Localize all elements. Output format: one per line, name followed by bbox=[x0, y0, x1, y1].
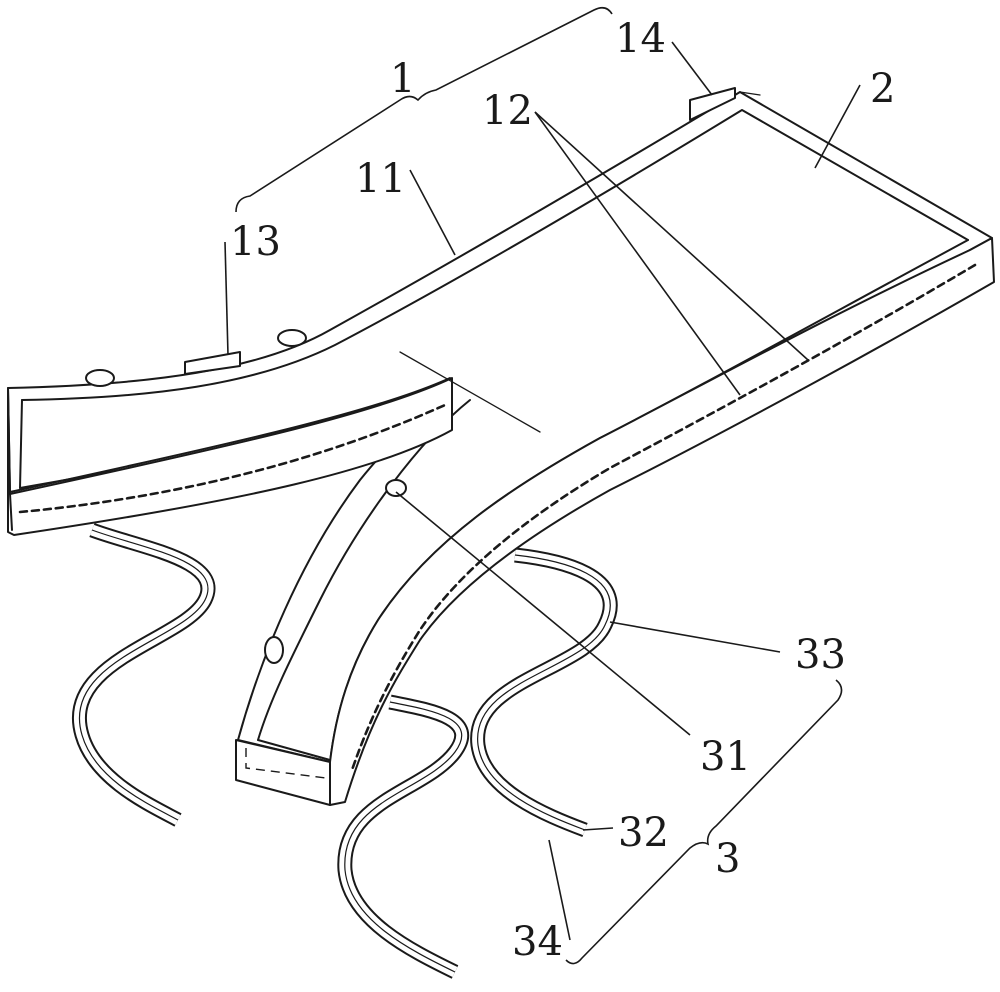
label-3: 3 bbox=[715, 836, 740, 882]
label-32: 32 bbox=[618, 810, 669, 856]
teeth-rows bbox=[18, 263, 977, 772]
label-31: 31 bbox=[700, 734, 751, 780]
reference-labels: 1 14 2 12 11 13 33 31 32 3 34 bbox=[230, 16, 895, 965]
bottom-strap bbox=[337, 694, 470, 979]
label-11: 11 bbox=[355, 156, 406, 202]
label-33: 33 bbox=[795, 632, 846, 678]
right-strap bbox=[470, 547, 618, 838]
label-14: 14 bbox=[615, 16, 666, 62]
label-2: 2 bbox=[870, 66, 895, 112]
label-12: 12 bbox=[482, 88, 533, 134]
label-1: 1 bbox=[390, 56, 415, 102]
clip-bumps bbox=[85, 329, 407, 664]
block-13 bbox=[184, 351, 241, 375]
frame-side-faces bbox=[7, 237, 995, 806]
label-34: 34 bbox=[512, 919, 563, 965]
center-guide-line bbox=[399, 351, 541, 433]
pad-panel bbox=[739, 91, 969, 241]
leader-lines bbox=[224, 6, 861, 965]
block-14 bbox=[689, 87, 736, 121]
label-13: 13 bbox=[230, 219, 281, 265]
left-strap bbox=[72, 522, 216, 827]
